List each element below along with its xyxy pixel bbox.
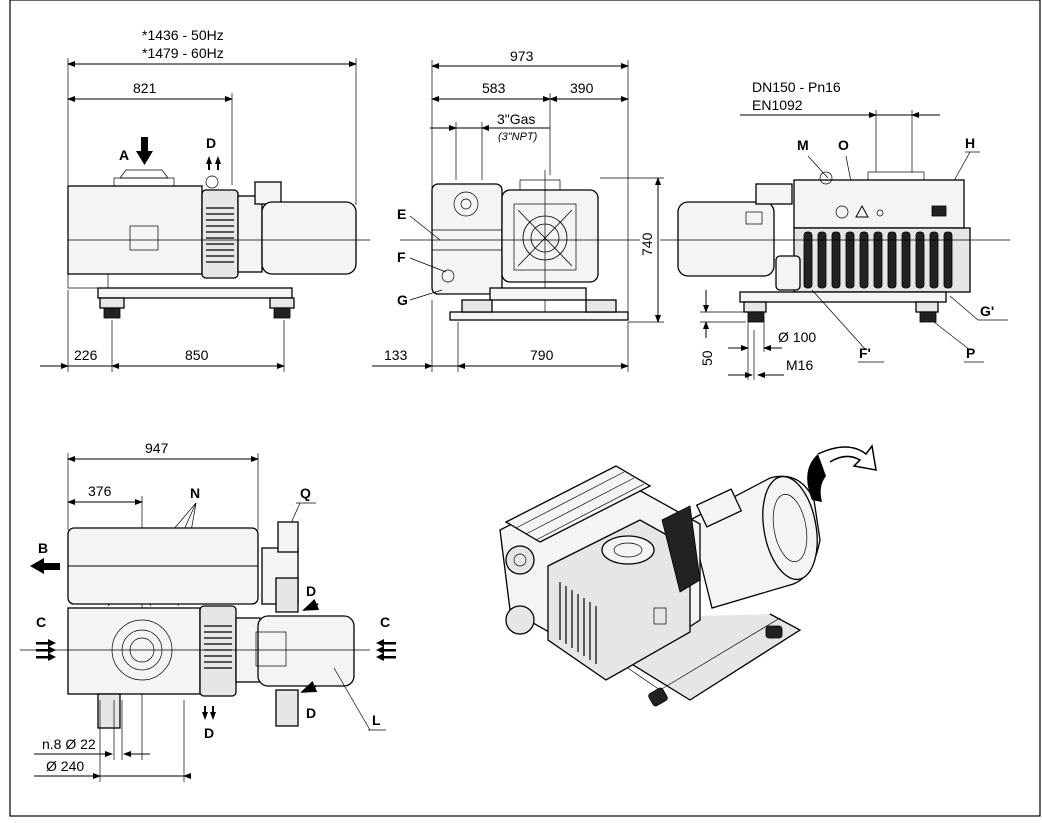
dim-m16: M16 (786, 357, 813, 373)
isometric-view (499, 444, 877, 707)
dim-diameter-100: Ø 100 (778, 329, 816, 345)
dim-790: 790 (530, 347, 554, 363)
label-d-bottom: D (204, 725, 214, 741)
front-base (449, 311, 629, 321)
double-arrow-down-icon (202, 706, 216, 720)
rotation-arrow-icon (807, 444, 877, 502)
dim-850: 850 (185, 347, 209, 363)
label-c-left: C (36, 614, 46, 630)
warning-triangle-icon (855, 204, 869, 218)
dim-740: 740 (639, 232, 655, 256)
label-d-bottom-right: D (306, 705, 316, 721)
npt-label: (3"NPT) (498, 131, 538, 143)
top-view: 947 376 N Q B (20, 440, 396, 782)
arrow-d-top-right (302, 598, 320, 611)
label-o: O (838, 137, 849, 153)
dim-226: 226 (74, 347, 98, 363)
dim-973: 973 (510, 48, 534, 64)
front-view: 973 583 390 3"Gas (3"NPT) (372, 48, 664, 372)
dim-390: 390 (570, 80, 594, 96)
triple-arrow-right-icon (36, 639, 56, 661)
label-d-side: D (206, 135, 216, 151)
dim-n8-diameter-22: n.8 Ø 22 (42, 736, 96, 752)
side-motor (261, 201, 357, 275)
label-b: B (38, 540, 48, 556)
label-e: E (397, 206, 406, 222)
rear-view: DN150 - Pn16 EN1092 M O H (660, 79, 1010, 380)
top-motor (257, 615, 355, 687)
arrow-left-icon (30, 558, 60, 574)
side-base-frame (97, 287, 293, 299)
rear-motor (677, 201, 775, 277)
frame-border (9, 0, 1041, 817)
label-q: Q (300, 485, 311, 501)
label-g: G (397, 292, 408, 308)
dim-821: 821 (133, 80, 157, 96)
label-h: H (965, 135, 975, 151)
gas-label: 3"Gas (497, 111, 535, 127)
arrow-down-icon (136, 137, 153, 165)
triple-arrow-left-icon (376, 639, 396, 661)
dim-diameter-240: Ø 240 (46, 758, 84, 774)
dn-label: DN150 - Pn16 (752, 79, 841, 95)
label-f-prime: F' (859, 345, 871, 361)
dim-947: 947 (145, 440, 169, 456)
dim-376: 376 (88, 483, 112, 499)
dim-583: 583 (482, 80, 506, 96)
label-l: L (372, 712, 381, 728)
dim-50: 50 (699, 350, 715, 366)
arrow-d-bottom-right (300, 680, 318, 693)
freq-50-label: *1436 - 50Hz (142, 27, 224, 43)
label-c-right: C (380, 614, 390, 630)
en-label: EN1092 (752, 97, 803, 113)
label-n: N (190, 485, 200, 501)
label-g-prime: G' (980, 303, 994, 319)
side-pump-housing (67, 185, 203, 275)
side-view: *1436 - 50Hz *1479 - 60Hz 821 A D (40, 27, 370, 372)
double-arrow-up-icon (206, 156, 221, 170)
label-p: P (966, 345, 975, 361)
label-d-top-right: D (306, 583, 316, 599)
top-lower-housing (67, 607, 201, 695)
dim-133: 133 (384, 347, 408, 363)
freq-60-label: *1479 - 60Hz (142, 45, 224, 61)
label-a: A (119, 147, 129, 163)
rear-pump-housing (793, 179, 965, 229)
label-m: M (797, 137, 809, 153)
label-f: F (397, 249, 406, 265)
